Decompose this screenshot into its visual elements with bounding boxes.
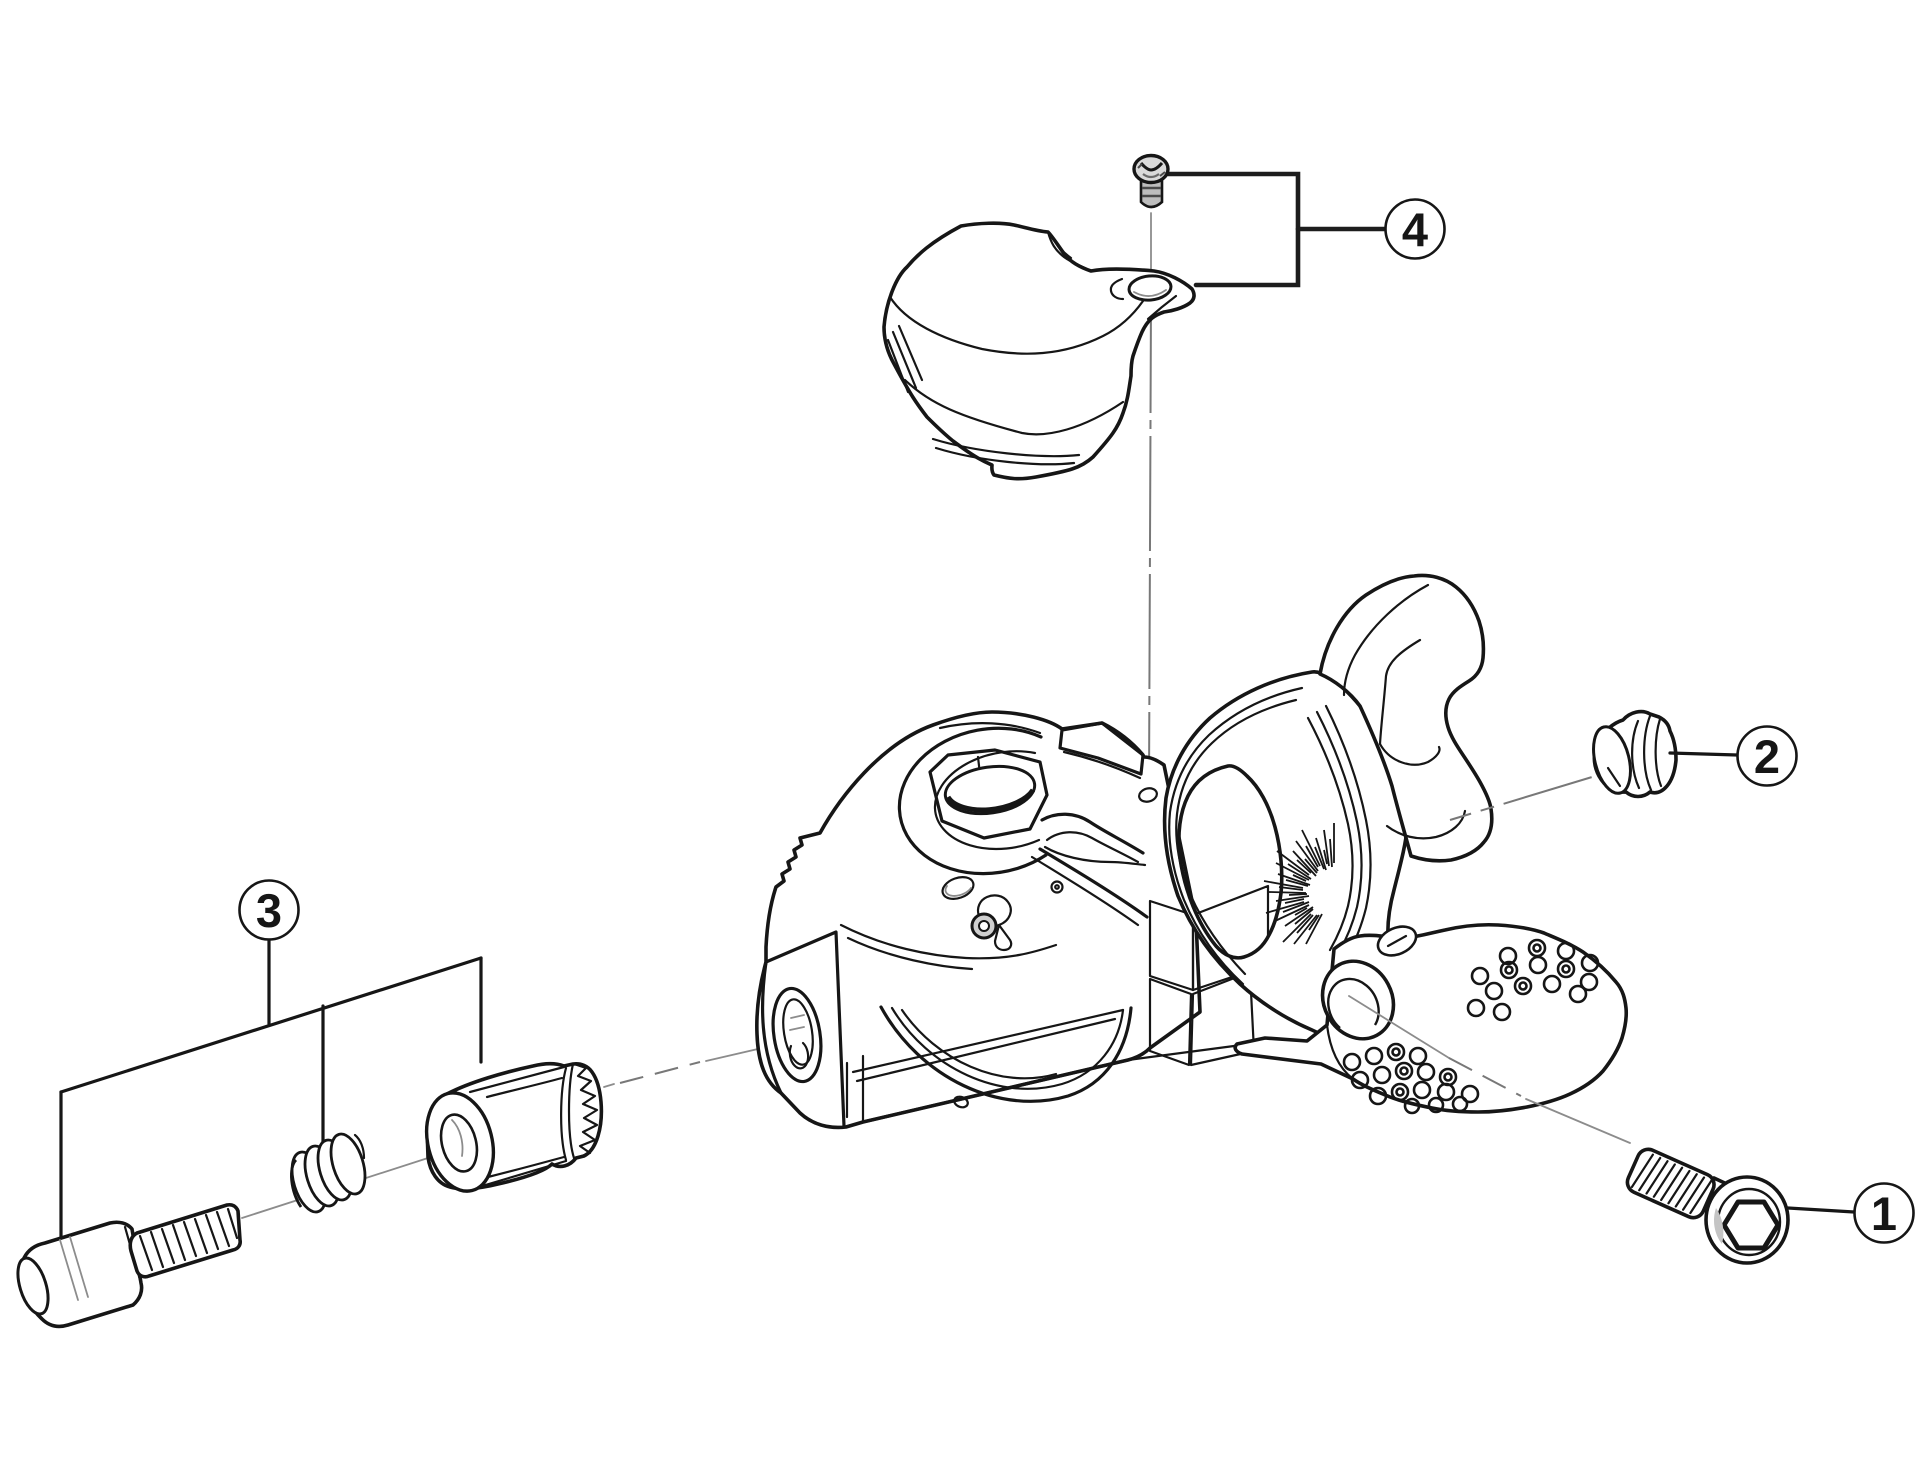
svg-text:3: 3 [256,884,282,937]
svg-text:2: 2 [1754,730,1780,783]
svg-text:1: 1 [1871,1187,1897,1240]
svg-text:4: 4 [1402,203,1428,256]
